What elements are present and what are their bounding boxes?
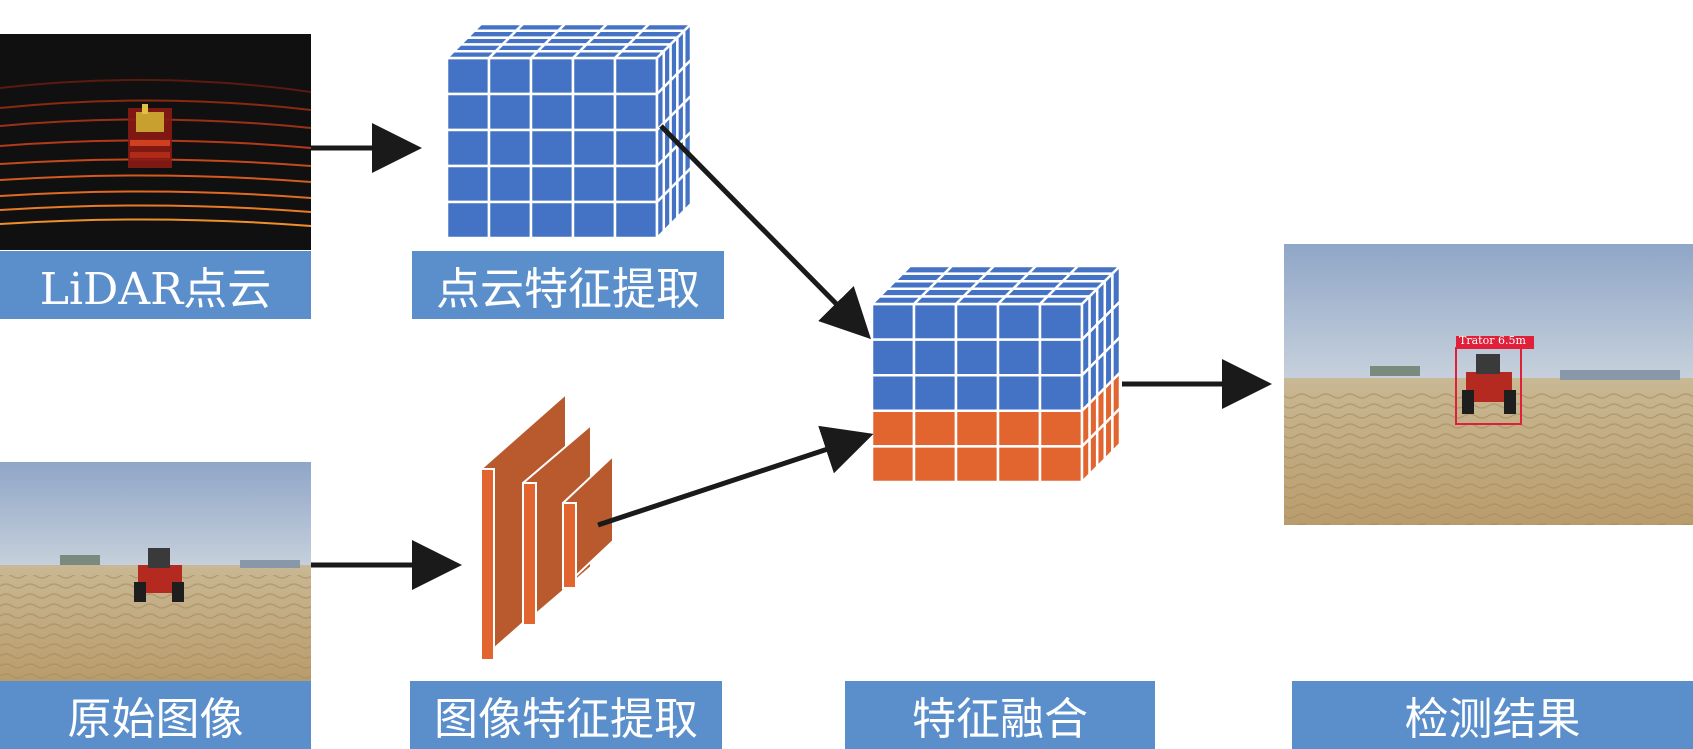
cube-cell — [487, 56, 533, 96]
cube-cell — [445, 56, 491, 96]
cube-cell — [529, 128, 575, 168]
cube-cell — [996, 302, 1042, 341]
cube-cell — [487, 128, 533, 168]
cube-cell — [487, 164, 533, 204]
cube-cell — [445, 128, 491, 168]
image-feature-label: 图像特征提取 — [410, 681, 722, 749]
arrow-image-feature-to-fusion — [597, 425, 874, 528]
cube-cell — [912, 409, 958, 448]
lidar-point-cloud-image — [0, 34, 312, 250]
detected-tractor — [1462, 354, 1516, 414]
cube-cell — [996, 445, 1042, 484]
lidar-label: LiDAR点云 — [0, 251, 311, 319]
cube-cell — [613, 200, 659, 240]
cube-cell — [912, 302, 958, 341]
cube-cell — [870, 338, 916, 377]
cube-cell — [912, 338, 958, 377]
cube-side-cell — [682, 164, 693, 214]
cube-cell — [571, 92, 617, 132]
cube-cell — [445, 164, 491, 204]
cube-side-cell — [1111, 405, 1122, 455]
cube-cell — [1038, 338, 1084, 377]
image-feature-layers — [480, 391, 614, 663]
cube-cell — [613, 164, 659, 204]
cube-cell — [613, 56, 659, 96]
cube-cell — [996, 409, 1042, 448]
cube-cell — [613, 92, 659, 132]
cube-cell — [954, 409, 1000, 448]
detection-label-bg — [1456, 336, 1534, 349]
fusion-label: 特征融合 — [845, 681, 1155, 749]
point-feature-label: 点云特征提取 — [412, 251, 724, 319]
cube-cell — [1038, 409, 1084, 448]
arrow-point-feature-to-fusion — [659, 124, 872, 340]
tractor — [134, 548, 184, 602]
cube-cell — [954, 338, 1000, 377]
result-label: 检测结果 — [1292, 681, 1693, 749]
lidar-tractor-points — [128, 104, 172, 168]
cube-cell — [571, 200, 617, 240]
cube-cell — [529, 200, 575, 240]
cube-cell — [954, 302, 1000, 341]
cube-cell — [613, 128, 659, 168]
raw-image — [0, 462, 311, 681]
detection-box-label: Trator 6.5m — [1459, 334, 1526, 347]
cube-cell — [996, 338, 1042, 377]
cube-cell — [487, 92, 533, 132]
cube-cell — [571, 128, 617, 168]
cube-cell — [1038, 302, 1084, 341]
cube-cell — [529, 56, 575, 96]
fused-feature-cube — [868, 262, 1124, 486]
cube-cell — [954, 445, 1000, 484]
cube-cell — [996, 373, 1042, 413]
cube-cell — [445, 200, 491, 240]
cube-cell — [954, 373, 1000, 413]
cube-cell — [870, 302, 916, 341]
cube-cell — [912, 445, 958, 484]
arrows — [311, 123, 1272, 590]
cube-cell — [487, 200, 533, 240]
cube-cell — [870, 373, 916, 413]
cube-cell — [445, 92, 491, 132]
raw-image-label: 原始图像 — [0, 681, 311, 749]
cube-cell — [529, 164, 575, 204]
feature-layer-3 — [562, 453, 614, 591]
cube-cell — [571, 56, 617, 96]
cube-cell — [571, 164, 617, 204]
cube-cell — [870, 445, 916, 484]
cube-cell — [912, 373, 958, 413]
cube-cell — [529, 92, 575, 132]
cube-cell — [1038, 373, 1084, 413]
cube-cell — [1038, 445, 1084, 484]
cube-cell — [870, 409, 916, 448]
detection-result-image — [1284, 244, 1693, 525]
point-cloud-feature-cube — [443, 20, 695, 242]
